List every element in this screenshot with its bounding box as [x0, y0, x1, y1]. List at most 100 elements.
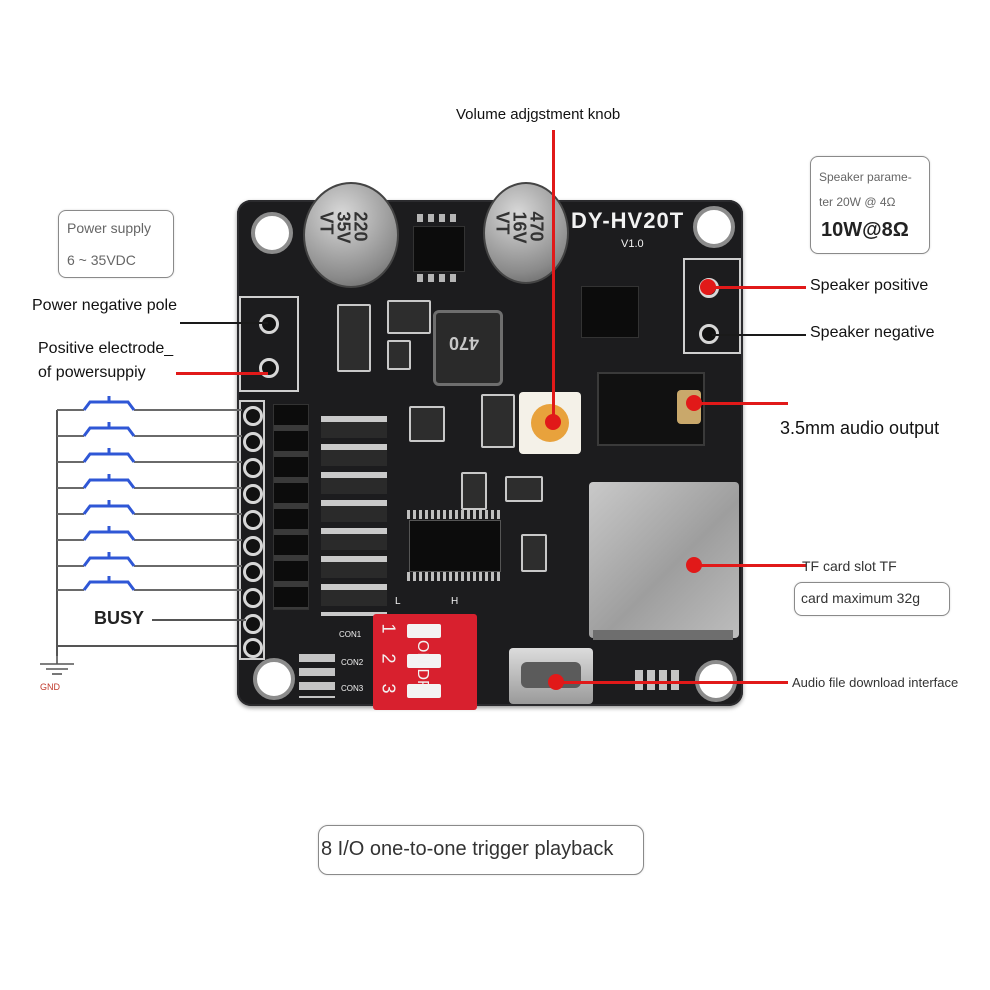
audio-output-label: 3.5mm audio output — [780, 418, 940, 438]
smd-component — [521, 534, 547, 572]
dip-switch-slot-1[interactable] — [407, 624, 441, 638]
amp-chip — [413, 226, 465, 272]
power-supply-title: Power supply — [67, 220, 152, 236]
speaker-terminal — [683, 258, 741, 354]
dip-switch-number-1: 1 — [378, 623, 399, 634]
smd-component — [461, 472, 487, 510]
io-pin-gnd — [243, 638, 263, 658]
smd-component — [337, 304, 371, 372]
resistor-array — [321, 416, 387, 616]
ground-wire-bottom — [56, 645, 246, 647]
io-pin-8 — [243, 588, 263, 608]
io-header — [239, 400, 265, 660]
dip-switch-l-label: L — [395, 596, 401, 607]
tf-slot-marker — [686, 557, 702, 573]
power-supply-range: 6 ~ 35VDC — [67, 252, 136, 268]
busy-label: BUSY — [94, 608, 145, 628]
tf-card-slot[interactable] — [589, 482, 739, 638]
smd-component — [387, 340, 411, 370]
dip-switch-on-label: ON DP — [414, 640, 431, 691]
volume-knob-marker — [545, 414, 561, 430]
speaker-negative-pointer — [712, 334, 806, 336]
gnd-label: GND — [40, 682, 60, 692]
smd-component — [505, 476, 543, 502]
inductor-label: 470 — [449, 333, 480, 353]
dip-switch-number-3: 3 — [378, 683, 399, 694]
tf-slot-pointer — [694, 564, 806, 567]
power-terminal-negative-pin — [259, 314, 279, 334]
download-interface-marker — [548, 674, 564, 690]
main-mcu-pins-bottom — [407, 572, 501, 581]
mounting-hole-top-left — [251, 212, 293, 254]
pcb-board: 220 35V VT 470 16V VT DY-HV20T V1.0 470 — [237, 182, 743, 710]
power-terminal — [239, 296, 299, 392]
volume-knob-pointer — [552, 130, 555, 422]
main-mcu-pins-top — [407, 510, 501, 519]
dip-switch-slot-3[interactable] — [407, 684, 441, 698]
io-pin-1 — [243, 406, 263, 426]
audio-output-marker — [686, 395, 702, 411]
speaker-positive-pointer — [710, 286, 806, 289]
capacitor-470uf-label: 470 16V VT — [492, 211, 547, 244]
download-interface-pointer — [556, 681, 788, 684]
inductor — [433, 310, 503, 386]
busy-wire — [152, 619, 246, 621]
audio-output-pointer — [694, 402, 788, 405]
tf-slot-label-line1: TF card slot TF — [802, 558, 897, 574]
dip-switch-number-2: 2 — [378, 653, 399, 664]
con-label-1: CON1 — [339, 630, 362, 639]
io-pin-busy — [243, 614, 263, 634]
ground-wire — [56, 410, 58, 656]
tf-card-slot-shadow — [593, 630, 733, 640]
ground-symbol-icon — [40, 656, 74, 675]
dip-switch-h-label: H — [451, 596, 459, 607]
mounting-hole-bottom-left — [253, 658, 295, 700]
board-model: DY-HV20T — [571, 208, 685, 233]
smd-component — [409, 406, 445, 442]
download-interface-label: Audio file download interface — [792, 675, 959, 690]
positive-electrode-label-line1: Positive electrode_ — [38, 340, 174, 357]
speaker-negative-label: Speaker negative — [810, 324, 935, 341]
amp-chip-pins-bottom — [417, 274, 459, 282]
amp-chip-pins-top — [417, 214, 459, 222]
caption-box: 8 I/O one-to-one trigger playback — [318, 825, 644, 875]
power-supply-box: Power supply 6 ~ 35VDC — [58, 210, 174, 278]
mounting-hole-top-right — [693, 206, 735, 248]
capacitor-220uf — [303, 182, 399, 288]
power-positive-pointer — [176, 372, 268, 375]
io-pin-2 — [243, 432, 263, 452]
speaker-param-line2: ter 20W @ 4Ω — [819, 195, 896, 209]
smd-pads — [635, 670, 679, 690]
speaker-param-line1: Speaker parame- — [819, 170, 912, 184]
speaker-positive-label: Speaker positive — [810, 277, 929, 294]
capacitor-220uf-label: 220 35V VT — [316, 211, 371, 244]
board-version: V1.0 — [621, 238, 644, 250]
io-pin-4 — [243, 484, 263, 504]
speaker-param-rating: 10W@8Ω — [821, 219, 909, 241]
con-label-3: CON3 — [341, 684, 364, 693]
driver-chip — [581, 286, 639, 338]
io-pin-7 — [243, 562, 263, 582]
dip-switch-slot-2[interactable] — [407, 654, 441, 668]
tf-slot-capacity-box: card maximum 32g — [794, 582, 950, 616]
speaker-param-box: Speaker parame- ter 20W @ 4Ω 10W@8Ω — [810, 156, 930, 254]
caption-text: 8 I/O one-to-one trigger playback — [321, 838, 614, 860]
smd-component — [387, 300, 431, 334]
io-pin-6 — [243, 536, 263, 556]
con-label-2: CON2 — [341, 658, 364, 667]
power-negative-pointer — [180, 322, 268, 324]
main-mcu-chip — [409, 520, 501, 572]
audio-jack — [597, 372, 705, 446]
positive-electrode-label-line2: of powersuppiy — [38, 364, 146, 381]
io-pin-5 — [243, 510, 263, 530]
io-pin-3 — [243, 458, 263, 478]
tf-slot-label-line2: card maximum 32g — [801, 590, 921, 606]
smd-component — [481, 394, 515, 448]
trigger-button-diagram — [57, 396, 242, 591]
volume-knob-label: Volume adjgstment knob — [456, 106, 621, 123]
power-terminal-positive-pin — [259, 358, 279, 378]
con-pads — [299, 654, 335, 698]
diode-array — [273, 404, 309, 610]
power-negative-label: Power negative pole — [32, 297, 177, 314]
speaker-positive-marker — [700, 279, 716, 295]
